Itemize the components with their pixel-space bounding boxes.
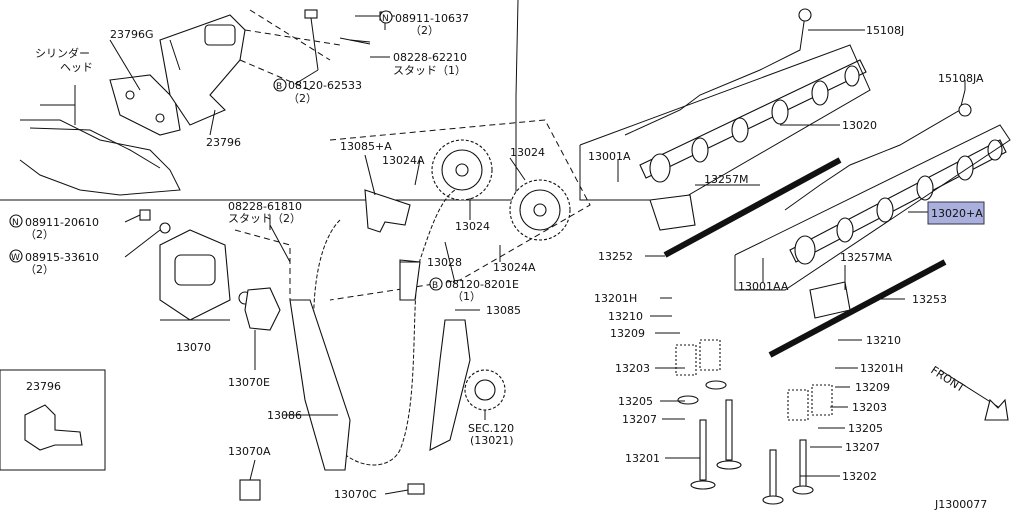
label-13201h-1: 13201H — [594, 292, 637, 305]
label-13024a-1: 13024A — [382, 154, 425, 167]
label-13207-2: 13207 — [845, 441, 880, 454]
camshaft-13020 — [579, 44, 871, 201]
highlight-13020a — [927, 201, 985, 225]
stud-08228-61810 — [269, 224, 291, 263]
label-13085a: 13085+A — [340, 140, 392, 153]
callout-labels: シリンダー ヘッド 23796G 23796 23796 08911-10637… — [25, 12, 987, 511]
sprocket-13024-lower — [509, 179, 571, 241]
bottom-left-inset — [0, 369, 106, 471]
label-08120-62533-qty: （2） — [288, 92, 317, 105]
valve-train-right — [762, 384, 833, 505]
label-sec120-sub: (13021) — [470, 434, 514, 447]
sprocket-13024-upper — [431, 139, 493, 201]
label-13252: 13252 — [598, 250, 633, 263]
front-arrow-icon — [939, 369, 1009, 421]
label-08120-8201e-qty: （1） — [452, 290, 481, 303]
oil-pipe-15108ja — [784, 89, 966, 211]
label-08228-61810: 08228-61810 — [228, 200, 302, 213]
label-front: FRONT — [928, 364, 967, 396]
rocker-13257ma — [809, 281, 851, 319]
label-13070e: 13070E — [228, 376, 270, 389]
b-symbol: B — [276, 82, 282, 92]
label-13020: 13020 — [842, 119, 877, 132]
label-13070: 13070 — [176, 341, 211, 354]
label-13205-1: 13205 — [618, 395, 653, 408]
rocker-shaft-13252 — [663, 157, 842, 258]
label-08915-33610: 08915-33610 — [25, 251, 99, 264]
label-13001aa: 13001AA — [738, 280, 789, 293]
label-cylinder-head-2: ヘッド — [60, 61, 93, 74]
label-13024-2: 13024 — [455, 220, 490, 233]
label-13209-1: 13209 — [610, 327, 645, 340]
label-13209-2: 13209 — [855, 381, 890, 394]
label-13210-2: 13210 — [866, 334, 901, 347]
label-13028: 13028 — [427, 256, 462, 269]
label-13202: 13202 — [842, 470, 877, 483]
tensioner-13085a — [364, 189, 411, 233]
label-stud-2: スタッド（2） — [228, 212, 301, 225]
sprocket-sec120 — [464, 369, 506, 411]
label-13024-1: 13024 — [510, 146, 545, 159]
w-symbol: W — [11, 253, 20, 263]
label-13001a: 13001A — [588, 150, 631, 163]
label-stud-1: スタッド（1） — [393, 64, 466, 77]
label-13257m: 13257M — [704, 173, 748, 186]
label-08120-62533: 08120-62533 — [288, 79, 362, 92]
label-13070a: 13070A — [228, 445, 271, 458]
label-13253: 13253 — [912, 293, 947, 306]
sensor-23796-detail — [24, 404, 83, 451]
washer-08915-33610 — [159, 222, 171, 234]
bolt-13070c — [407, 483, 425, 495]
label-08120-8201e: 08120-8201E — [445, 278, 519, 291]
n-symbol: N — [382, 14, 389, 24]
label-08911-10637: 08911-10637 — [395, 12, 469, 25]
label-23796-box: 23796 — [26, 380, 61, 393]
label-15108ja: 15108JA — [938, 72, 984, 85]
label-15108j: 15108J — [866, 24, 904, 37]
timing-chain — [313, 189, 456, 466]
label-13210-1: 13210 — [608, 310, 643, 323]
valve-train-left — [675, 339, 742, 490]
oil-pipe-15108j — [624, 14, 806, 136]
label-13024a-2: 13024A — [493, 261, 536, 274]
leader-lines — [109, 15, 966, 495]
tensioner-13070 — [159, 229, 281, 331]
label-13085: 13085 — [486, 304, 521, 317]
label-23796-top: 23796 — [206, 136, 241, 149]
label-13086: 13086 — [267, 409, 302, 422]
plug-13070a — [239, 479, 261, 501]
label-13203-2: 13203 — [852, 401, 887, 414]
label-13203-1: 13203 — [615, 362, 650, 375]
label-08911-20610-qty: （2） — [25, 228, 54, 241]
label-13201h-2: 13201H — [860, 362, 903, 375]
label-13201: 13201 — [625, 452, 660, 465]
chain-guide-13085 — [429, 319, 471, 451]
rocker-13257m — [649, 194, 696, 231]
diagram-id: J1300077 — [934, 498, 987, 511]
label-13020a: 13020+A — [931, 207, 983, 220]
label-13205-2: 13205 — [848, 422, 883, 435]
gasket-13070e — [244, 287, 281, 331]
label-23796g: 23796G — [110, 28, 154, 41]
bolt-08120-62533 — [304, 9, 319, 71]
label-13070c: 13070C — [334, 488, 377, 501]
nut-08911-20610 — [139, 209, 151, 221]
camshaft-13020a — [734, 124, 1011, 291]
b-symbol: B — [432, 281, 438, 291]
label-cylinder-head-1: シリンダー — [35, 46, 90, 60]
label-13257ma: 13257MA — [840, 251, 892, 264]
label-13207-1: 13207 — [622, 413, 657, 426]
label-08911-10637-qty: （2） — [410, 24, 439, 37]
chain-guide-13086 — [289, 299, 351, 471]
circle-symbols: N B N W B — [9, 10, 443, 291]
label-08228-62210: 08228-62210 — [393, 51, 467, 64]
label-sec120: SEC.120 — [468, 422, 514, 435]
label-08915-33610-qty: （2） — [25, 263, 54, 276]
label-08911-20610: 08911-20610 — [25, 216, 99, 229]
rocker-shaft-13253 — [768, 259, 947, 358]
chain-tensioner-guide-13028 — [399, 259, 421, 301]
n-symbol: N — [12, 218, 19, 228]
